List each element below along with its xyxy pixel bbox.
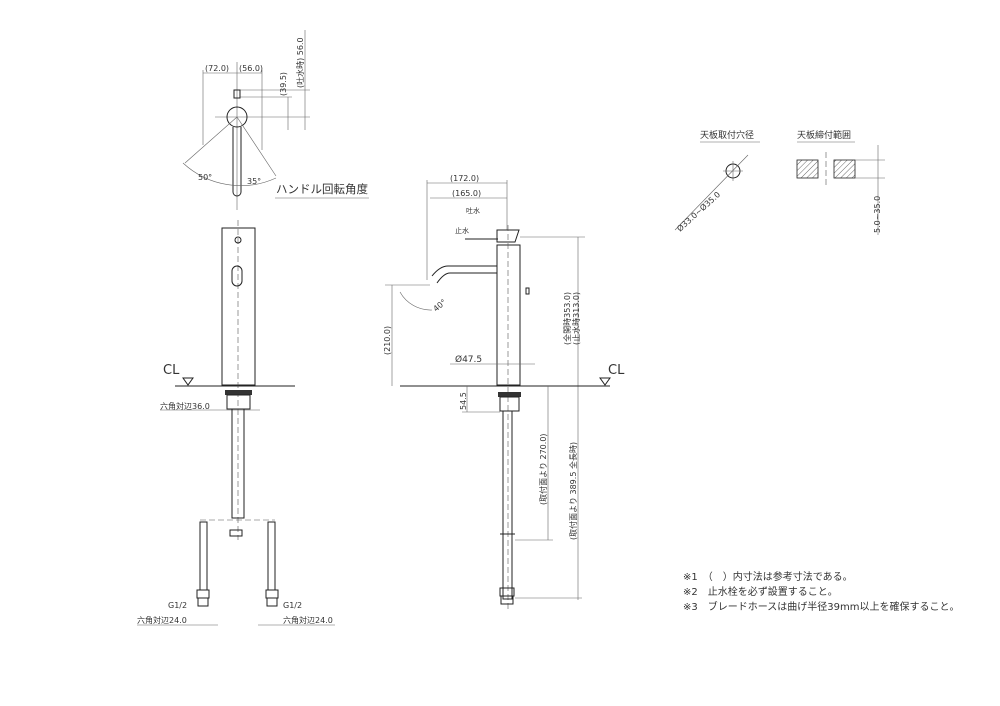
cl-label-side: CL <box>608 363 625 378</box>
dia-47-5: Ø47.5 <box>455 354 482 365</box>
dim-172: (172.0) <box>450 174 479 183</box>
handle-rotation-caption: ハンドル回転角度 <box>276 182 368 196</box>
note-2: ※2 止水栓を必ず設置すること。 <box>683 585 838 598</box>
hex-24-right: 六角対辺24.0 <box>283 615 333 625</box>
dim-56-v: (吐水時) 56.0 <box>295 37 305 88</box>
cl-label-front: CL <box>163 363 180 378</box>
hole-title: 天板取付穴径 <box>700 129 754 141</box>
dim-210: (210.0) <box>383 326 392 355</box>
dim-389-5: (取付面より 389.5 全長時) <box>568 442 578 540</box>
angle-35: 35° <box>247 177 261 186</box>
hole-dim: Ø33.0~Ø35.0 <box>675 189 723 233</box>
front-view: CL 六角対辺36.0 G1/2 G1/2 六角対辺24.0 六角対辺24.0 <box>137 220 335 626</box>
mounting-details: 天板取付穴径 Ø33.0~Ø35.0 天板締付範囲 5.0~35.0 <box>675 129 885 235</box>
hex-36: 六角対辺36.0 <box>160 401 210 411</box>
dim-72: (72.0) <box>205 64 229 73</box>
hex-24-left: 六角対辺24.0 <box>137 615 187 625</box>
clamp-title: 天板締付範囲 <box>797 129 851 141</box>
top-view: (72.0) (56.0) (39.5) (吐水時) 56.0 50° 35° … <box>182 30 369 210</box>
dim-54-5: 54.5 <box>459 392 468 410</box>
angle-50: 50° <box>198 173 212 182</box>
dim-56: (56.0) <box>239 64 263 73</box>
dim-165: (165.0) <box>452 189 481 198</box>
side-view: (172.0) (165.0) 吐水 止水 (210.0) 40° Ø47.5 … <box>383 174 625 610</box>
angle-40: 40° <box>432 298 449 314</box>
thread-left: G1/2 <box>168 601 187 610</box>
dim-39-5: (39.5) <box>279 72 288 96</box>
note-1: ※1 （ ）内寸法は参考寸法である。 <box>683 570 853 583</box>
clamp-dim: 5.0~35.0 <box>873 196 882 233</box>
stop-label: 止水 <box>455 226 469 235</box>
notes: ※1 （ ）内寸法は参考寸法である。 ※2 止水栓を必ず設置すること。 ※3 ブ… <box>683 570 959 613</box>
dim-total: (全開時353.0) <box>562 292 572 345</box>
note-3: ※3 ブレードホースは曲げ半径39mm以上を確保すること。 <box>683 600 959 613</box>
handle-circle <box>226 106 248 128</box>
thread-right: G1/2 <box>283 601 302 610</box>
dim-270: (取付面より 270.0) <box>538 433 548 505</box>
spout-label: 吐水 <box>466 206 480 215</box>
dim-stop: (止水時313.0) <box>571 292 581 345</box>
